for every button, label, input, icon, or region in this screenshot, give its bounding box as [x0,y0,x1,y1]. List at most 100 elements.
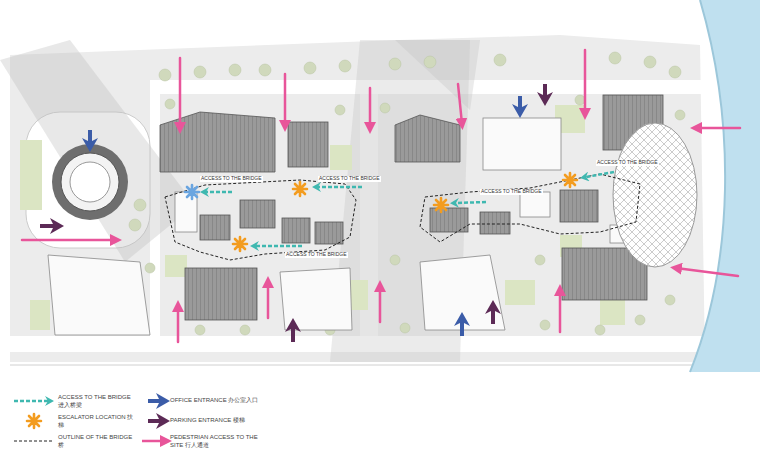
bridge-access-arrow [318,186,362,189]
shadow [395,40,480,110]
tree [304,62,316,74]
legend-item: PEDESTRIAN ACCESS TO THE SITE 行人通道 [170,434,260,449]
tree [145,263,155,273]
tree [575,95,585,105]
escalator-symbol [293,182,307,196]
legend-item: ESCALATOR LOCATION 扶梯 [58,414,138,429]
green-space [30,300,50,330]
tree [390,255,400,265]
building-dark [288,122,328,167]
tree [380,103,390,113]
glass-dome [613,123,697,267]
map-label: ACCESS TO THE BRIDGE [285,252,348,258]
pedestrian-arrow [22,50,740,342]
legend-sample [27,414,41,428]
escalator-symbol [185,173,577,251]
building-light [280,268,352,330]
building-light [48,118,640,335]
tree [669,66,681,78]
bridge-access-arrow [256,245,302,248]
label-holder: ACCESS TO THE BRIDGE [200,176,263,182]
tree [595,325,605,335]
parking-arrow [291,328,295,342]
legend-item: OFFICE ENTRANCE 办公室入口 [170,397,260,405]
building-dark [395,115,460,162]
tree [240,325,250,335]
bridge-outline [165,174,640,260]
building-dark [160,112,275,172]
tree [339,60,351,72]
pedestrian-arrow [458,84,462,124]
tree [259,64,271,76]
legend-sample [142,440,166,443]
building-dark [200,215,230,240]
label-holder: ACCESS TO THE BRIDGE [596,160,659,166]
building-dark [315,222,343,244]
pedestrian-arrow [267,282,270,318]
stadium [70,162,110,202]
tree [335,105,345,115]
building-light [175,192,197,232]
tree [665,295,675,305]
legend-item: PARKING ENTRANCE 楼梯 [170,417,260,425]
ground [10,35,705,362]
legend-text: ACCESS TO THE BRIDGE 进入桥梁 [58,394,138,409]
green-space [600,300,625,325]
map-label: ACCESS TO THE BRIDGE [480,189,543,195]
green-space [20,140,42,210]
map-label: ACCESS TO THE BRIDGE [596,160,659,166]
legend-sample [14,441,54,442]
green-space [350,280,368,310]
building-light [520,192,550,217]
escalator-symbol [233,237,247,251]
legend-item: ACCESS TO THE BRIDGE 进入桥梁 [58,394,138,409]
office-arrow [90,96,520,336]
legend-text: ESCALATOR LOCATION 扶梯 [58,414,138,429]
bridge-outline [165,180,356,260]
pedestrian-arrow [177,306,180,342]
office-arrow [518,96,522,108]
green-space [330,145,352,170]
escalator-symbol [563,173,577,187]
building-dark [282,218,310,243]
stadium [52,144,128,220]
parking-arrow [40,84,545,342]
tree [540,320,550,330]
tree [424,56,436,68]
map-label: ACCESS TO THE BRIDGE [318,176,381,182]
label-holder: ACCESS TO THE BRIDGE [285,252,348,258]
building-dark [480,212,510,234]
tree [165,99,175,109]
building-dark [560,190,598,222]
building-light [420,255,505,330]
tree [195,325,205,335]
pedestrian-arrow [379,286,382,322]
bridge-access-arrow [206,191,232,194]
building-dark [430,208,468,232]
tree [535,255,545,265]
river [690,0,760,372]
tree [675,110,685,120]
tree [494,54,506,66]
tree [644,56,656,68]
tree [389,58,401,70]
pedestrian-arrow [369,88,372,128]
tree [159,69,171,81]
pedestrian-arrow [179,58,182,128]
tree [129,219,141,231]
pedestrian-arrow [284,74,287,126]
tree [229,64,241,76]
pedestrian-arrow [559,290,562,332]
stadium [52,144,128,220]
tree [635,315,645,325]
legend-sample [14,400,48,403]
pedestrian-arrow [676,268,738,276]
building-light [483,118,561,170]
map-label: ACCESS TO THE BRIDGE [200,176,263,182]
legend-text: PARKING ENTRANCE 楼梯 [170,417,260,425]
shadow [0,40,480,362]
pedestrian-arrow [696,127,740,130]
